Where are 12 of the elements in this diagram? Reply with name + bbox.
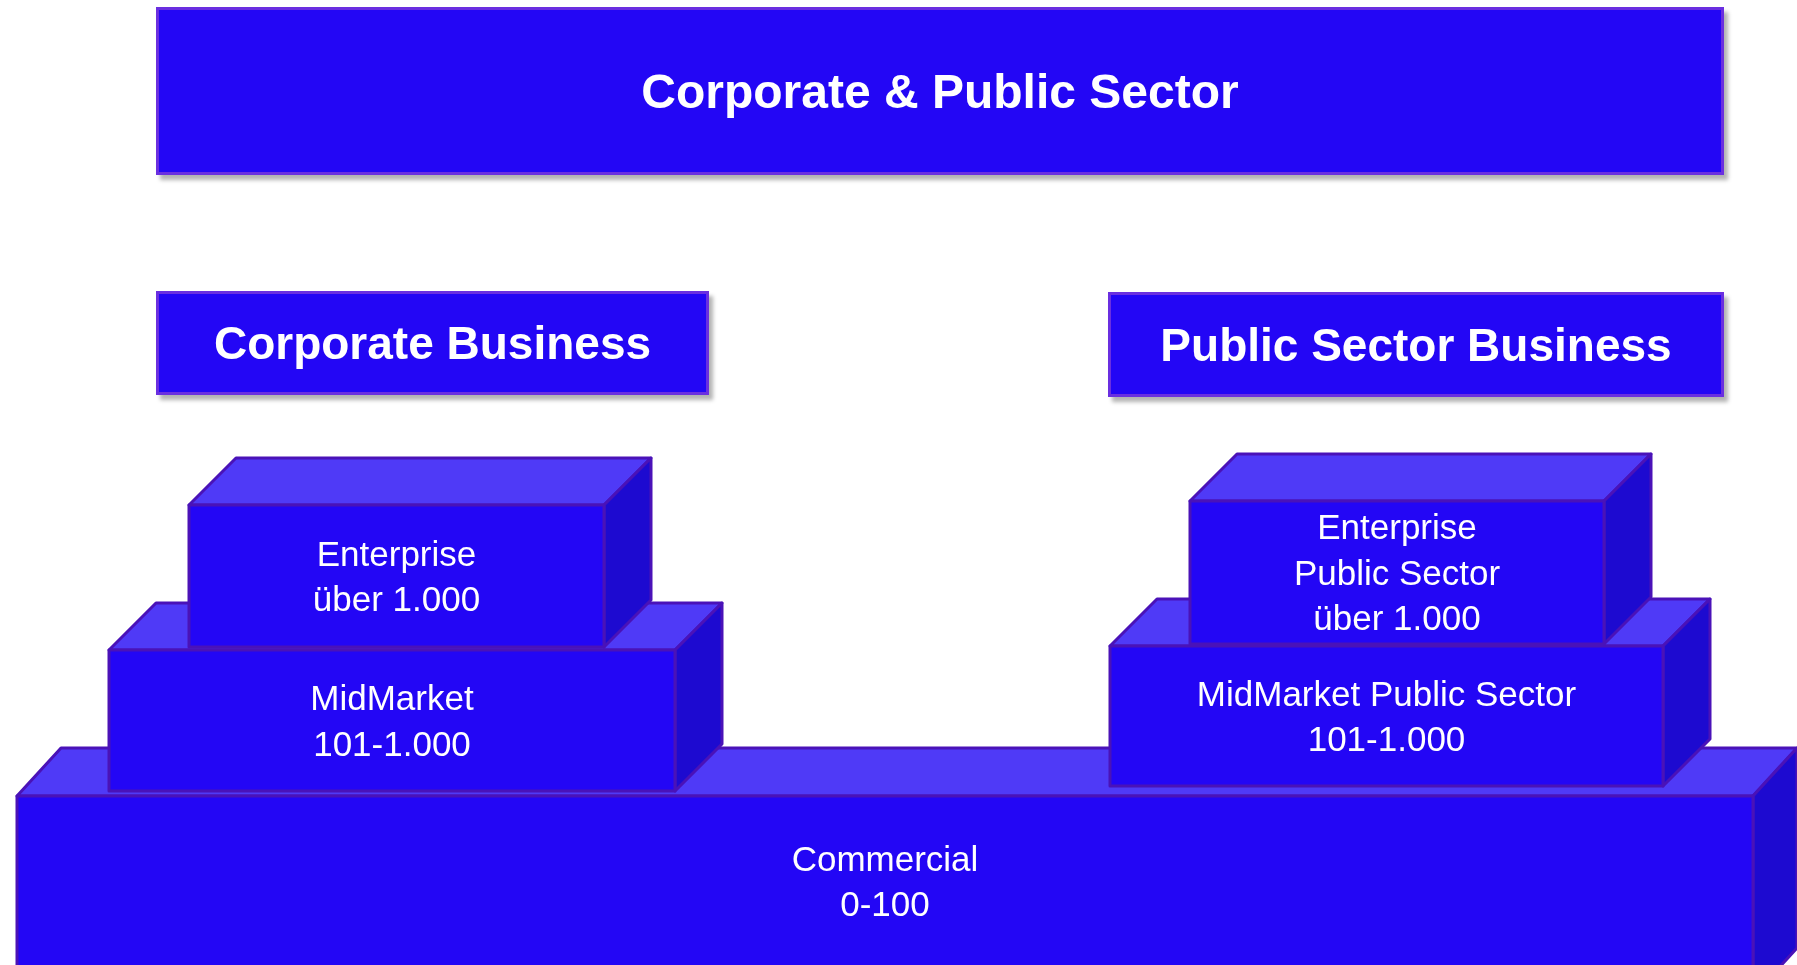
block-label: Enterprise (316, 532, 477, 575)
block-label: MidMarket Public Sector (1196, 672, 1577, 715)
block-label: über 1.000 (312, 578, 481, 620)
block-label: 101-1.000 (313, 722, 471, 765)
title-banner: Public Sector Business (1108, 292, 1724, 397)
block-label: 0-100 (840, 883, 930, 925)
block-label: MidMarket (310, 677, 474, 719)
block-label: über 1.000 (1313, 597, 1481, 640)
block-label: Commercial (791, 837, 979, 880)
block-label: 101-1.000 (1307, 718, 1466, 760)
title-banner: Corporate Business (156, 291, 709, 395)
title-banner: Corporate & Public Sector (156, 7, 1724, 175)
